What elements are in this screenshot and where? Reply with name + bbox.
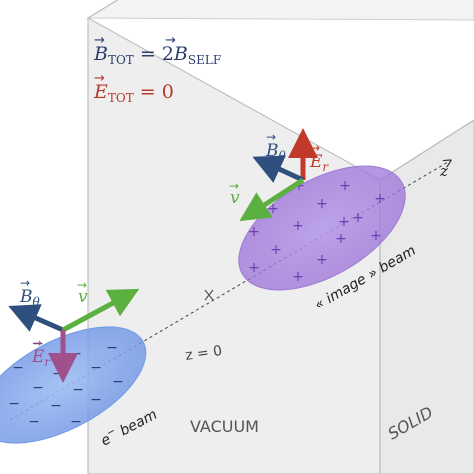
electron-beam-ellipse [0, 326, 147, 444]
solid-block [86, 0, 474, 474]
solid-top-face [86, 0, 474, 21]
plus-charge: + [270, 242, 282, 258]
minus-charge: − [32, 380, 44, 396]
plus-charge: + [248, 224, 260, 240]
minus-charge: − [106, 340, 118, 356]
minus-charge: − [90, 360, 102, 376]
plus-charge: + [293, 178, 305, 194]
solid-front-plane [87, 16, 381, 474]
b-self-vec-arrow: → [165, 33, 176, 48]
beam-v-arrow [61, 288, 140, 333]
plus-charge: + [292, 218, 304, 234]
image-field-arrows [239, 128, 318, 222]
vacuum-label: VACUUM [190, 417, 259, 436]
plus-charge: + [352, 210, 364, 226]
image-beam-charges: +++++++++++++++ [248, 178, 386, 285]
plus-charge: + [248, 260, 260, 276]
minus-charge: − [12, 360, 24, 376]
image-v-label: v [230, 188, 240, 208]
image-v-vec-arrow: → [229, 179, 239, 193]
image-v-arrow [239, 177, 305, 222]
plus-charge: + [335, 231, 347, 247]
image-b-arrow [252, 155, 305, 183]
minus-charge: − [72, 382, 84, 398]
minus-charge: − [32, 336, 44, 352]
image-b-label: Bθ [265, 141, 287, 163]
minus-charge: − [90, 392, 102, 408]
origin-marker [204, 289, 214, 301]
e-tot-vec-arrow: → [94, 71, 105, 86]
minus-charge: − [70, 414, 82, 430]
beam-b-arrow [8, 304, 65, 333]
b-tot-equation: BTOT = 2BSELF [93, 43, 221, 67]
b-tot-vec-arrow: → [94, 33, 105, 48]
e-tot-equation: ETOT = 0 [93, 81, 174, 105]
plus-charge: + [292, 269, 304, 285]
plus-charge: + [316, 196, 328, 212]
beam-e-label: Er [31, 347, 51, 369]
beam-v-label: v [78, 287, 88, 307]
minus-charge: − [70, 346, 82, 362]
minus-charge: − [50, 398, 62, 414]
beam-b-vec-arrow: → [20, 276, 30, 290]
beam-e-vec-arrow: → [32, 336, 42, 350]
plus-charge: + [267, 201, 279, 217]
plus-charge: + [370, 228, 382, 244]
image-beam: +++++++++++++++ [238, 165, 406, 291]
image-e-vec-arrow: → [310, 141, 320, 155]
beam-b-label: Bθ [19, 287, 41, 309]
minus-charge: − [52, 366, 64, 382]
solid-edge-back [379, 119, 474, 181]
minus-charge: − [112, 374, 124, 390]
image-b-vec-arrow: → [266, 130, 276, 144]
plus-charge: + [339, 178, 351, 194]
z0-label: z = 0 [184, 343, 223, 364]
beam-v-vec-arrow: → [77, 278, 87, 292]
plus-charge: + [338, 214, 350, 230]
beam-field-arrows [8, 288, 140, 383]
z-axis-label: z [439, 162, 448, 180]
image-e-label: Er [309, 152, 329, 174]
image-beam-ellipse [238, 165, 406, 291]
minus-charge: − [28, 414, 40, 430]
plus-charge: + [316, 252, 328, 268]
plus-charge: + [374, 191, 386, 207]
solid-edge-top [87, 0, 119, 19]
minus-charge: − [8, 396, 20, 412]
